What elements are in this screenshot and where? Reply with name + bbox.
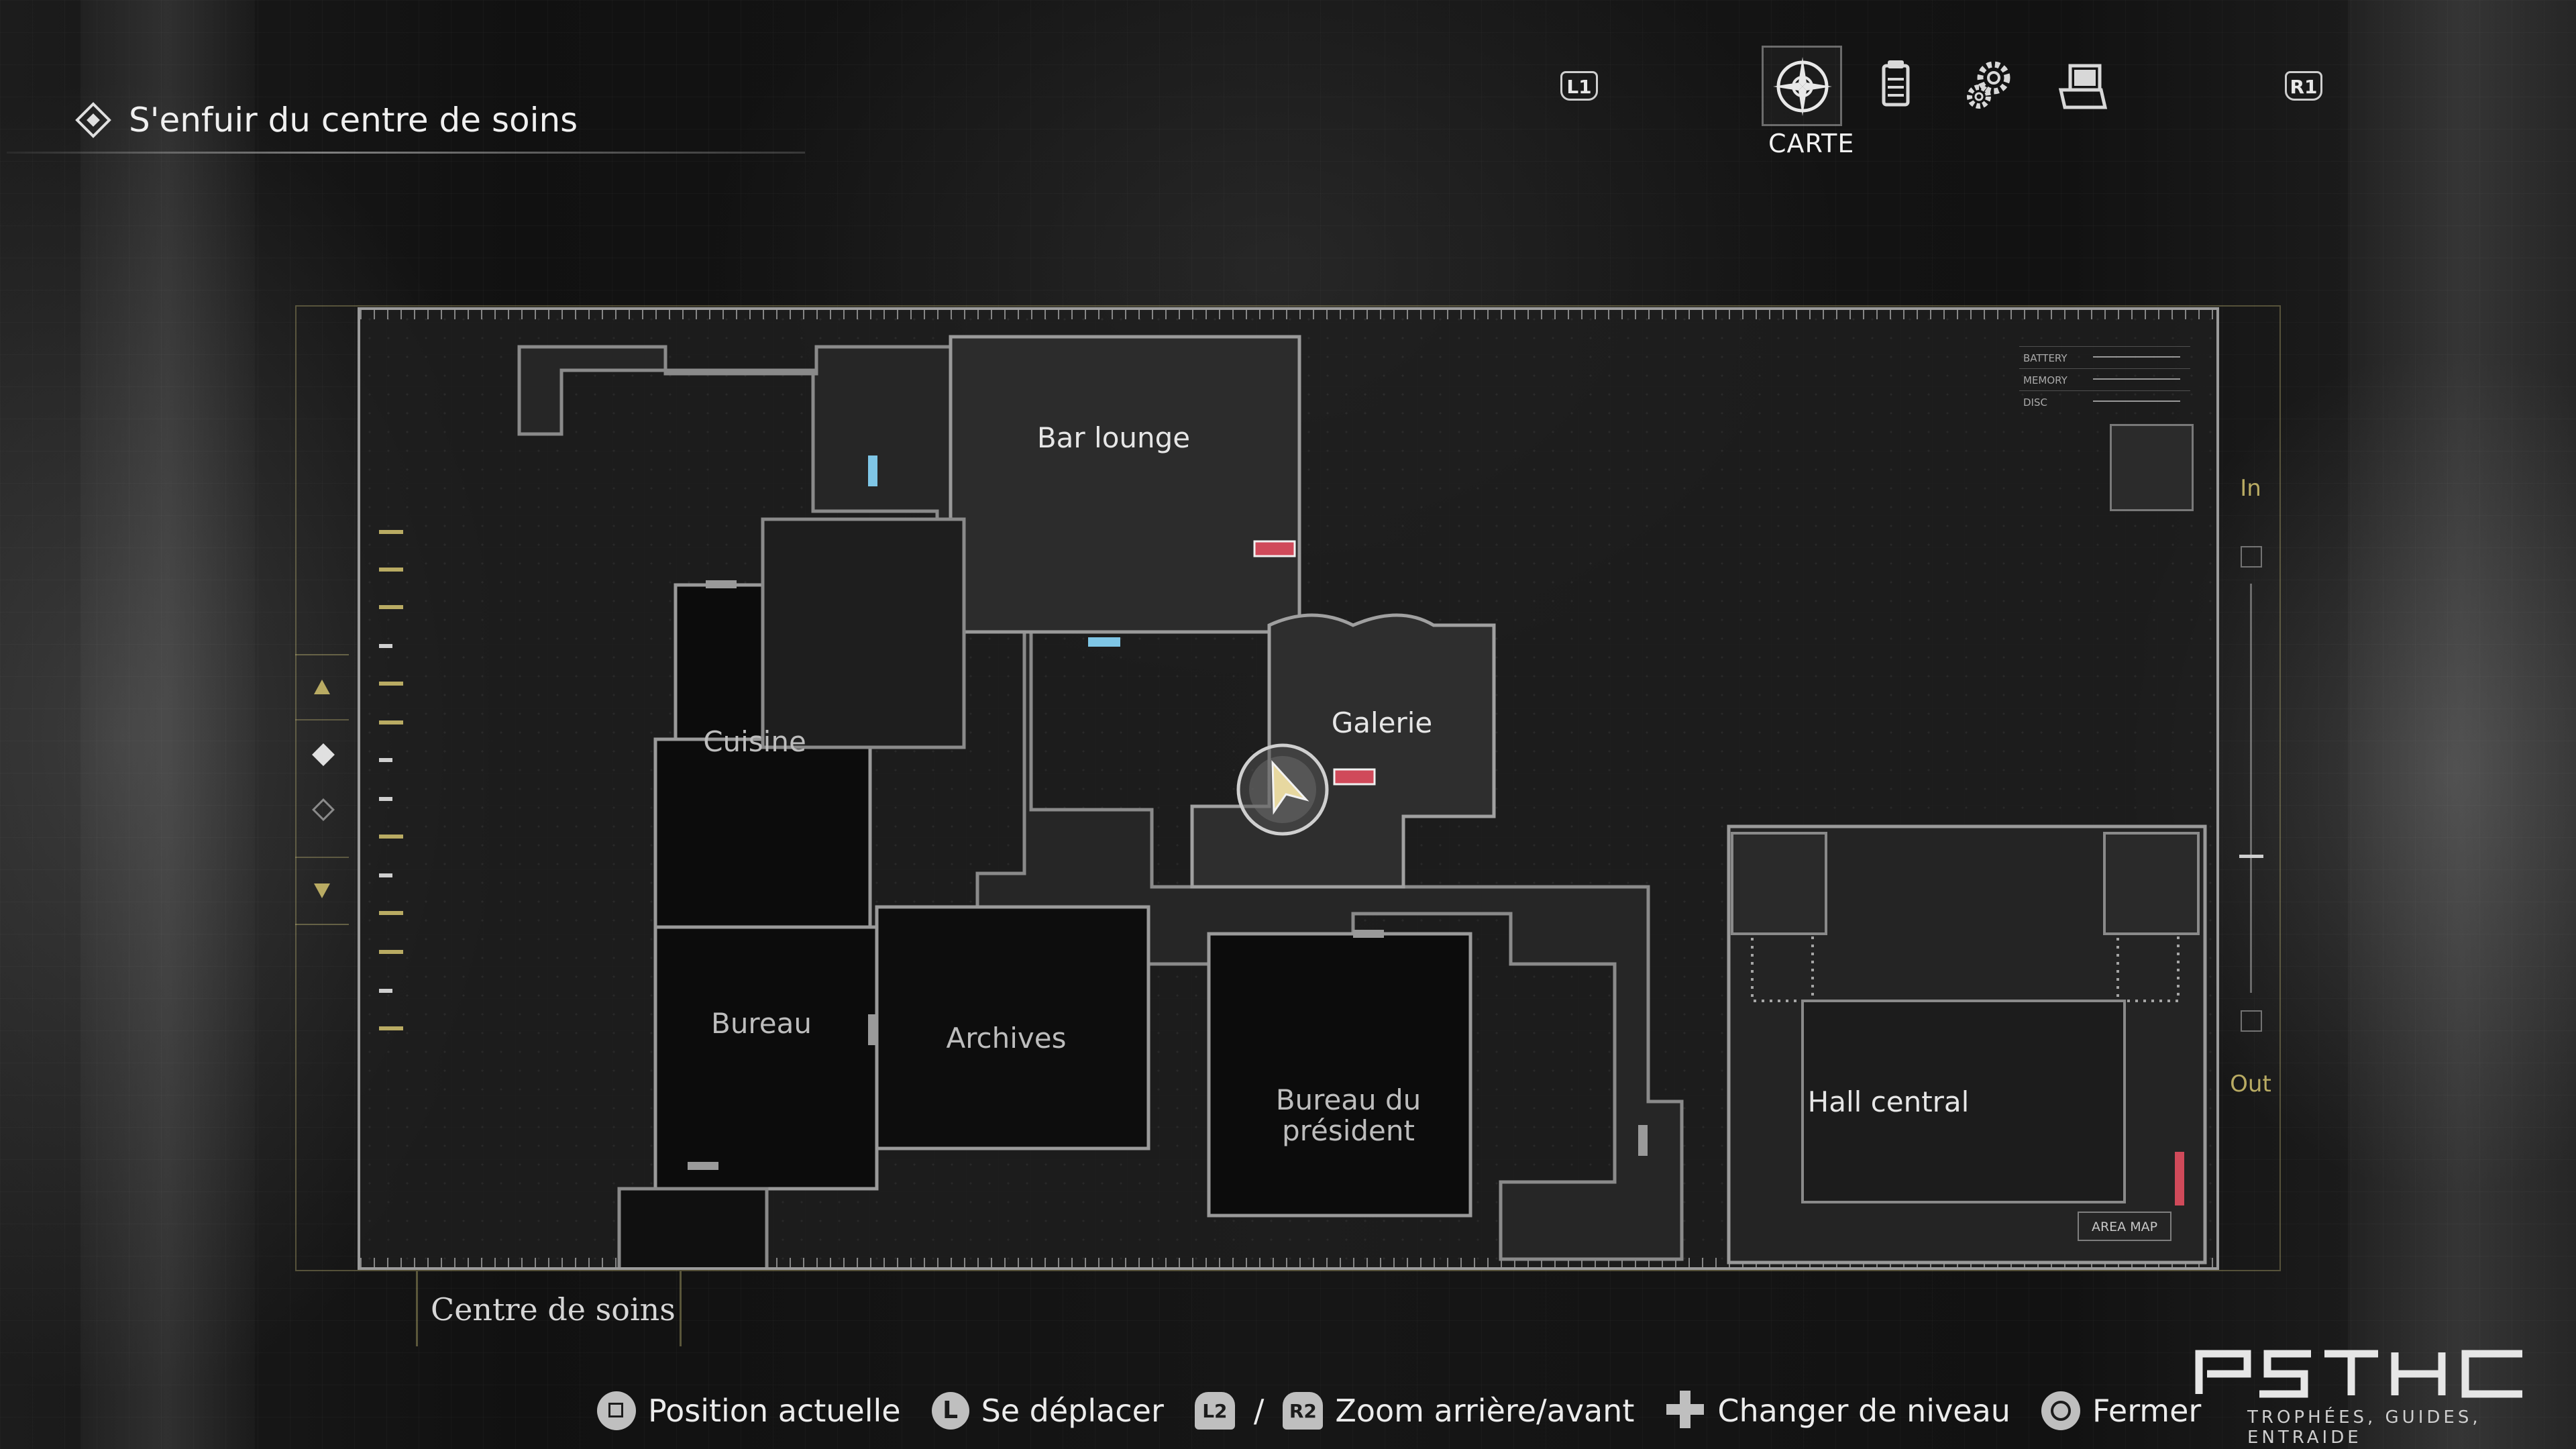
- room-label-bureau: Bureau: [711, 1007, 812, 1040]
- r2-trigger-icon: R2: [1283, 1392, 1324, 1430]
- player-arrow-icon: [1236, 743, 1329, 836]
- prompt-move[interactable]: Se déplacer: [981, 1393, 1164, 1429]
- floor-level-selector: [295, 654, 349, 925]
- door-grey-4: [1353, 930, 1384, 938]
- prompt-current-position[interactable]: Position actuelle: [648, 1393, 901, 1429]
- item-marker-1: [1253, 540, 1296, 557]
- room-small-bottom: [617, 1187, 769, 1267]
- hud-disc-label: DISC: [2023, 396, 2047, 409]
- background-curtain: [80, 0, 255, 1449]
- area-map-badge: AREA MAP: [2078, 1212, 2171, 1241]
- room-cuisine: [674, 583, 771, 741]
- psthc-tagline: TROPHÉES, GUIDES, ENTRAIDE: [2247, 1407, 2481, 1448]
- prompt-zoom[interactable]: Zoom arrière/avant: [1335, 1393, 1635, 1429]
- l2-trigger-icon: L2: [1194, 1392, 1235, 1430]
- map-top-ruler: [360, 310, 2216, 319]
- prompt-change-level[interactable]: Changer de niveau: [1717, 1393, 2010, 1429]
- room-label-hall-central: Hall central: [1807, 1085, 1970, 1118]
- level-down-icon[interactable]: [314, 883, 330, 898]
- hall-center-floor: [1801, 1000, 2126, 1203]
- zoom-out-button[interactable]: [2241, 1010, 2262, 1032]
- psthc-logo: [2194, 1347, 2542, 1403]
- current-level-diamond-icon[interactable]: [312, 743, 335, 766]
- gears-icon: [1967, 61, 2010, 109]
- hall-right-wing: [2103, 832, 2200, 935]
- tab-gears[interactable]: [1949, 46, 2030, 126]
- map-viewport[interactable]: [358, 307, 2219, 1270]
- hud-battery-label: BATTERY: [2023, 352, 2068, 364]
- room-cuisine-upper: [761, 517, 966, 749]
- l1-button[interactable]: L1: [1560, 71, 1598, 101]
- zoom-in-label: In: [2240, 475, 2261, 502]
- map-compass-icon: [1773, 57, 1832, 116]
- circle-button-icon: [2041, 1391, 2080, 1430]
- door-grey-5: [1638, 1125, 1648, 1156]
- current-area-name: Centre de soins: [431, 1291, 676, 1328]
- door-grey-1: [706, 580, 737, 588]
- hud-thumbnail: [2110, 424, 2194, 511]
- button-prompts: Position actuelle L Se déplacer L2 / R2 …: [597, 1387, 2232, 1434]
- background-window: [2348, 0, 2576, 1449]
- diamond-objective-icon: [75, 102, 111, 138]
- level-up-icon[interactable]: [314, 680, 330, 694]
- tab-inventory[interactable]: [2043, 46, 2124, 126]
- square-button-icon: [597, 1391, 636, 1430]
- objective: S'enfuir du centre de soins: [75, 101, 578, 140]
- room-label-galerie: Galerie: [1331, 706, 1433, 739]
- door-grey-2: [868, 1014, 877, 1045]
- door-grey-3: [688, 1162, 718, 1170]
- map-outer-frame: [295, 305, 2281, 1271]
- tab-map-label: CARTE: [1768, 129, 1855, 158]
- zoom-slider-thumb[interactable]: [2239, 855, 2263, 858]
- room-label-archives: Archives: [946, 1022, 1067, 1055]
- door-blue-2: [1088, 637, 1120, 647]
- inventory-box-icon: [2058, 64, 2108, 109]
- floor-plan: [517, 335, 2207, 1267]
- zoom-slider-track[interactable]: [2250, 584, 2252, 993]
- hud-memory-label: MEMORY: [2023, 374, 2068, 386]
- room-label-bureau-president: Bureau du président: [1275, 1083, 1421, 1147]
- left-stick-icon: L: [931, 1392, 969, 1430]
- zoom-out-label: Out: [2230, 1071, 2271, 1097]
- r1-button[interactable]: R1: [2285, 71, 2322, 101]
- item-marker-2: [1333, 768, 1376, 786]
- room-cuisine-lower: [653, 737, 872, 929]
- room-label-bar-lounge: Bar lounge: [1036, 421, 1191, 454]
- map-hud: BATTERY MEMORY DISC: [2019, 346, 2190, 413]
- item-marker-3: [2175, 1152, 2184, 1205]
- tab-files[interactable]: [1857, 46, 1937, 126]
- tab-map[interactable]: [1762, 46, 1842, 126]
- hall-left-wing: [1731, 832, 1827, 935]
- objective-text: S'enfuir du centre de soins: [129, 101, 578, 140]
- zoom-in-button[interactable]: [2241, 546, 2262, 568]
- room-bureau: [653, 925, 879, 1191]
- files-icon: [1882, 60, 1910, 107]
- lower-level-diamond-icon[interactable]: [312, 798, 335, 821]
- room-bar-lounge: [949, 335, 1301, 634]
- prompt-close[interactable]: Fermer: [2092, 1393, 2202, 1429]
- prompt-separator: /: [1253, 1393, 1265, 1429]
- room-label-cuisine: Cuisine: [703, 725, 806, 758]
- objective-underline: [7, 152, 805, 154]
- area-name-frame: [416, 1271, 682, 1346]
- room-bureau-president: [1207, 932, 1472, 1218]
- door-blue-1: [868, 455, 877, 486]
- dpad-icon: [1665, 1389, 1705, 1432]
